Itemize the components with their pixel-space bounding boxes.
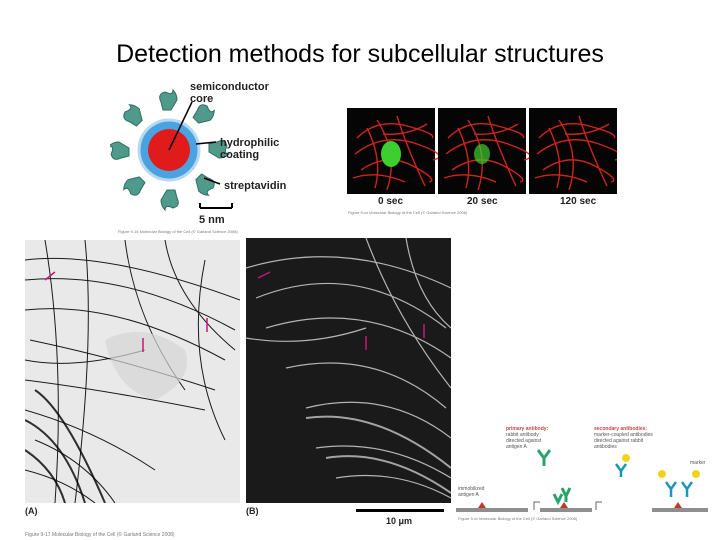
scale-label-5nm: 5 nm [199,214,225,226]
frame-label-20: 20 sec [467,196,498,207]
timelapse-frames [347,108,617,194]
frame-120-sec [529,108,617,194]
quantum-dot-caption: Figure 9-16 Molecular Biology of the Cel… [118,229,238,234]
frame-0-sec [347,108,440,194]
micrograph-a [25,240,240,503]
primary-antibodies [536,449,572,506]
frame-label-120: 120 sec [560,196,597,207]
antigen-label: immobilized antigen A [458,486,485,498]
streptavidin-label: streptavidin [224,180,287,192]
secondary-text: marker-coupled antibodies directed again… [594,432,653,450]
micrograph-b-image [246,238,451,503]
secondary-title: secondary antibodies: [594,426,648,432]
primary-title: primary antibody: [506,426,549,432]
antibody-caption: Figure 9-xx Molecular Biology of the Cel… [458,516,578,521]
quantum-dot-illustration [110,88,233,212]
panel-a-label: (A) [25,506,38,516]
slide-title: Detection methods for subcellular struct… [116,40,604,68]
frame-20-sec [438,108,531,194]
coating-label: hydrophilic coating [220,137,280,161]
secondary-antibodies [614,463,694,497]
antibody-illustration [456,449,708,512]
marker-label: marker [690,460,706,466]
immobilized-surfaces [456,508,708,512]
micrograph-b [246,238,451,503]
antigen-markers [478,502,682,508]
primary-text: rabbit antibody directed against antigen… [506,432,542,450]
scale-bar-5nm [199,203,233,209]
antibody-schematic [456,424,708,520]
quantum-dot-diagram [110,80,330,240]
callout-lines [168,101,221,185]
scale-label-10um: 10 μm [386,516,413,526]
frame-label-0: 0 sec [378,196,404,207]
fluorescent-markers [622,454,700,478]
scale-bar-10um [356,509,444,512]
panel-b-label: (B) [246,506,259,516]
micrographs-caption: Figure 9-17 Molecular Biology of the Cel… [25,532,175,538]
arrows [533,501,602,510]
timelapse-caption: Figure 9-xx Molecular Biology of the Cel… [348,210,468,215]
core-label: semiconductor core [190,81,269,105]
timelapse-illustration [347,108,617,194]
micrograph-a-image [25,240,240,503]
